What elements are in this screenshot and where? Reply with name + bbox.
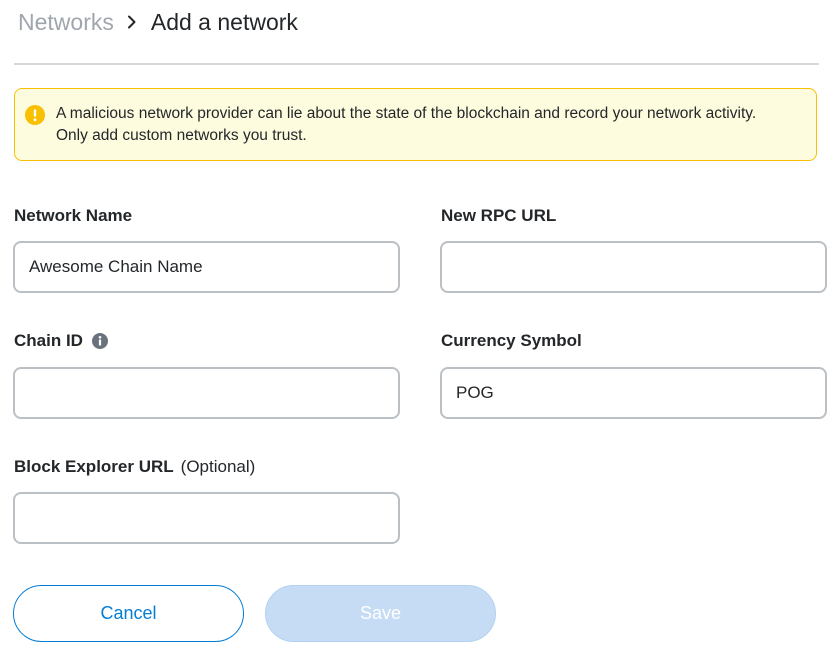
network-name-label: Network Name (14, 205, 132, 227)
info-icon[interactable] (91, 333, 108, 349)
network-name-input[interactable] (13, 241, 400, 293)
currency-symbol-label-text: Currency Symbol (441, 331, 582, 350)
currency-symbol-label: Currency Symbol (441, 330, 582, 352)
currency-symbol-input[interactable] (440, 367, 827, 419)
block-explorer-label: Block Explorer URL (Optional) (14, 456, 255, 478)
breadcrumb-networks-link[interactable]: Networks (18, 8, 114, 35)
save-button[interactable]: Save (265, 585, 496, 642)
block-explorer-input[interactable] (13, 492, 400, 544)
network-name-label-text: Network Name (14, 206, 133, 225)
optional-tag: (Optional) (180, 457, 256, 476)
save-button-label: Save (359, 603, 402, 623)
cancel-button[interactable]: Cancel (13, 585, 244, 642)
cancel-button-label: Cancel (100, 603, 157, 623)
rpc-url-label: New RPC URL (441, 205, 556, 227)
rpc-url-input[interactable] (440, 241, 827, 293)
warning-info-icon (25, 105, 45, 125)
chain-id-label: Chain ID (14, 330, 108, 352)
rpc-url-label-text: New RPC URL (441, 206, 557, 225)
header-divider (14, 63, 819, 65)
block-explorer-label-text: Block Explorer URL (14, 457, 174, 476)
chain-id-input[interactable] (13, 367, 400, 419)
warning-line-1: A malicious network provider can lie abo… (56, 105, 757, 122)
chevron-right-icon (127, 15, 137, 29)
warning-line-2: Only add custom networks you trust. (56, 127, 307, 144)
page-title: Add a network (150, 8, 298, 35)
warning-message: A malicious network provider can lie abo… (56, 103, 811, 147)
security-warning-banner: A malicious network provider can lie abo… (14, 88, 817, 161)
chain-id-label-text: Chain ID (14, 331, 83, 350)
breadcrumb: Networks Add a network (18, 6, 298, 38)
